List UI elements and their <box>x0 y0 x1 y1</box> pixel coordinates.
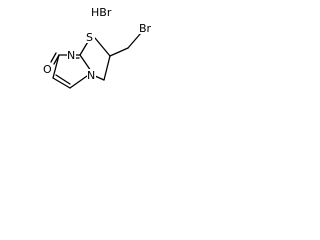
bond-s-c2 <box>94 37 111 57</box>
bond-c5-n4 <box>69 75 88 89</box>
imine-nitrogen-atom: N <box>67 49 75 62</box>
bond-c7-c6 <box>52 54 60 79</box>
bromine-atom: Br <box>139 22 152 35</box>
chemical-structure: O N S N Br HBr <box>42 6 154 89</box>
bond-c3-n4 <box>94 75 105 81</box>
oxygen-atom: O <box>43 63 52 76</box>
bond-ch2-br <box>127 32 142 49</box>
bond-c2-ch2 <box>109 47 129 57</box>
bond-c6-c5-2 <box>55 74 71 85</box>
atom-labels: O N S N Br HBr <box>42 6 154 82</box>
bond-carbonyl-2 <box>50 52 57 63</box>
bonds <box>50 32 142 89</box>
sulfur-atom: S <box>86 31 93 44</box>
bond-c2-c3 <box>103 55 111 81</box>
ring-nitrogen-atom: N <box>87 69 95 82</box>
hydrobromide-salt-label: HBr <box>91 6 112 19</box>
bond-c6-c5-1 <box>52 77 71 89</box>
bond-c8a-n4 <box>79 54 92 72</box>
